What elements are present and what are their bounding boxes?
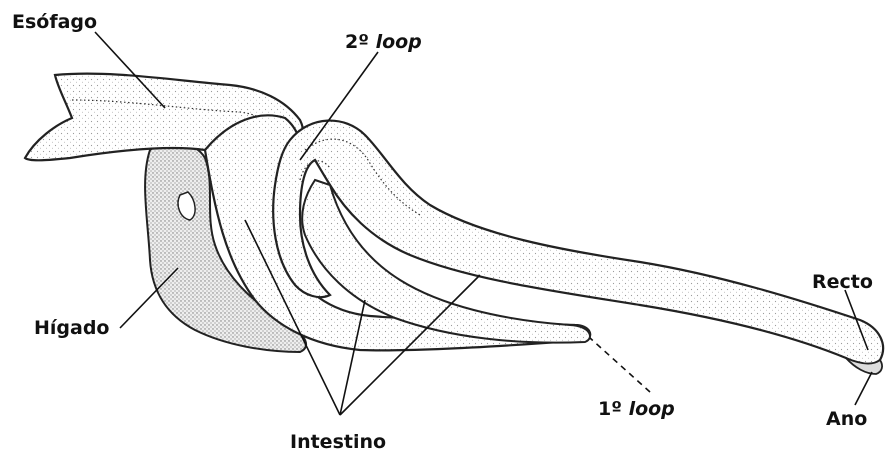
label-second-loop: 2º loop xyxy=(345,31,422,53)
label-first-loop: 1º loop xyxy=(598,398,675,420)
label-esofago: Esófago xyxy=(12,11,97,33)
label-intestino: Intestino xyxy=(290,431,386,453)
label-higado: Hígado xyxy=(34,317,110,339)
label-ano: Ano xyxy=(826,408,867,430)
label-recto: Recto xyxy=(812,271,873,293)
